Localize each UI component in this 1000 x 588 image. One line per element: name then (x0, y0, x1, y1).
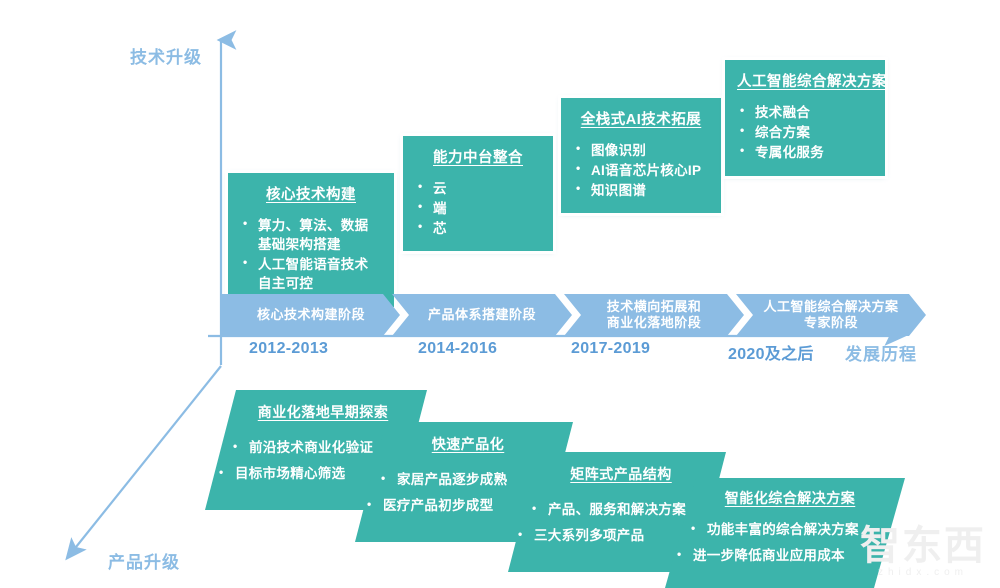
product-card-bullet-list: 前沿技术商业化验证 目标市场精心筛选 (205, 438, 427, 485)
tech-card-title: 能力中台整合 (433, 150, 523, 166)
list-item: 技术融合 (737, 102, 873, 122)
list-item: 目标市场精心筛选 (205, 464, 427, 484)
product-card-intelligent-total-solution[interactable]: 智能化综合解决方案 功能丰富的综合解决方案 进一步降低商业应用成本 (665, 478, 905, 588)
list-item: 产品、服务和解决方案 (508, 500, 726, 520)
list-item: 端 (415, 198, 541, 218)
list-item: 医疗产品初步成型 (355, 496, 573, 516)
tech-card-bullet-list: 云 端 芯 (415, 178, 541, 238)
timeline-stage-1[interactable]: 产品体系搭建阶段 (392, 294, 572, 336)
list-item: 芯 (415, 218, 541, 238)
list-item: 进一步降低商业应用成本 (665, 546, 905, 566)
timeline-stage-0[interactable]: 核心技术构建阶段 (222, 294, 400, 336)
timeline-year-3: 2020及之后 (728, 346, 814, 363)
list-item: 算力、算法、数据基础架构搭建 (240, 215, 382, 254)
timeline-year-0: 2012-2013 (249, 340, 329, 357)
timeline-year-2: 2017-2019 (571, 340, 651, 357)
watermark-logo: 智东西 zhidx.com (860, 526, 986, 578)
watermark-text: 智东西 (860, 524, 986, 568)
tech-card-core-technology[interactable]: 核心技术构建 算力、算法、数据基础架构搭建 人工智能语音技术自主可控 (228, 173, 394, 307)
timeline-stage-label: 核心技术构建阶段 (256, 306, 365, 322)
product-card-bullet-list: 功能丰富的综合解决方案 进一步降低商业应用成本 (665, 520, 905, 567)
product-card-bullet-list: 产品、服务和解决方案 三大系列多项产品 (508, 500, 726, 547)
list-item: 云 (415, 178, 541, 198)
product-card-title: 智能化综合解决方案 (724, 490, 856, 506)
timeline-stage-label: 技术横向拓展和商业化落地阶段 (606, 298, 702, 330)
x-axis-label-timeline: 发展历程 (845, 345, 917, 364)
tech-card-bullet-list: 算力、算法、数据基础架构搭建 人工智能语音技术自主可控 (240, 215, 382, 294)
list-item: 家居产品逐步成熟 (355, 470, 573, 490)
watermark-subtext: zhidx.com (877, 567, 968, 578)
list-item: 知识图谱 (573, 180, 709, 200)
list-item: 人工智能语音技术自主可控 (240, 254, 382, 293)
list-item: 专属化服务 (737, 142, 873, 162)
timeline-year-1: 2014-2016 (418, 340, 498, 357)
tech-card-title: 人工智能综合解决方案 (737, 74, 887, 90)
timeline-stage-label: 人工智能综合解决方案专家阶段 (763, 298, 899, 330)
y-axis-label-tech: 技术升级 (130, 48, 202, 67)
tech-card-title: 核心技术构建 (266, 187, 356, 203)
list-item: 三大系列多项产品 (508, 526, 726, 546)
diagonal-axis-line (65, 365, 222, 561)
list-item: 功能丰富的综合解决方案 (665, 520, 905, 540)
tech-card-capability-platform[interactable]: 能力中台整合 云 端 芯 (403, 136, 553, 252)
product-card-title: 矩阵式产品结构 (570, 466, 672, 482)
tech-card-bullet-list: 技术融合 综合方案 专属化服务 (737, 102, 873, 162)
product-card-title: 商业化落地早期探索 (257, 404, 389, 420)
tech-card-ai-total-solution[interactable]: 人工智能综合解决方案 技术融合 综合方案 专属化服务 (725, 60, 887, 176)
timeline-stage-3[interactable]: 人工智能综合解决方案专家阶段 (736, 294, 926, 336)
y-axis-label-product: 产品升级 (108, 553, 180, 572)
product-card-title: 快速产品化 (431, 436, 505, 452)
list-item: AI语音芯片核心IP (573, 160, 709, 180)
timeline-stage-2[interactable]: 技术横向拓展和商业化落地阶段 (564, 294, 744, 336)
tech-card-bullet-list: 图像识别 AI语音芯片核心IP 知识图谱 (573, 140, 709, 200)
product-card-bullet-list: 家居产品逐步成熟 医疗产品初步成型 (355, 470, 573, 517)
list-item: 综合方案 (737, 122, 873, 142)
list-item: 图像识别 (573, 140, 709, 160)
timeline-stage-label: 产品体系搭建阶段 (427, 306, 536, 322)
tech-card-fullstack-ai[interactable]: 全栈式AI技术拓展 图像识别 AI语音芯片核心IP 知识图谱 (561, 98, 721, 214)
timeline-stage-band: 核心技术构建阶段 产品体系搭建阶段 技术横向拓展和商业化落地阶段 人工智能综合解… (222, 294, 882, 336)
list-item: 前沿技术商业化验证 (205, 438, 427, 458)
tech-card-title: 全栈式AI技术拓展 (580, 112, 702, 128)
